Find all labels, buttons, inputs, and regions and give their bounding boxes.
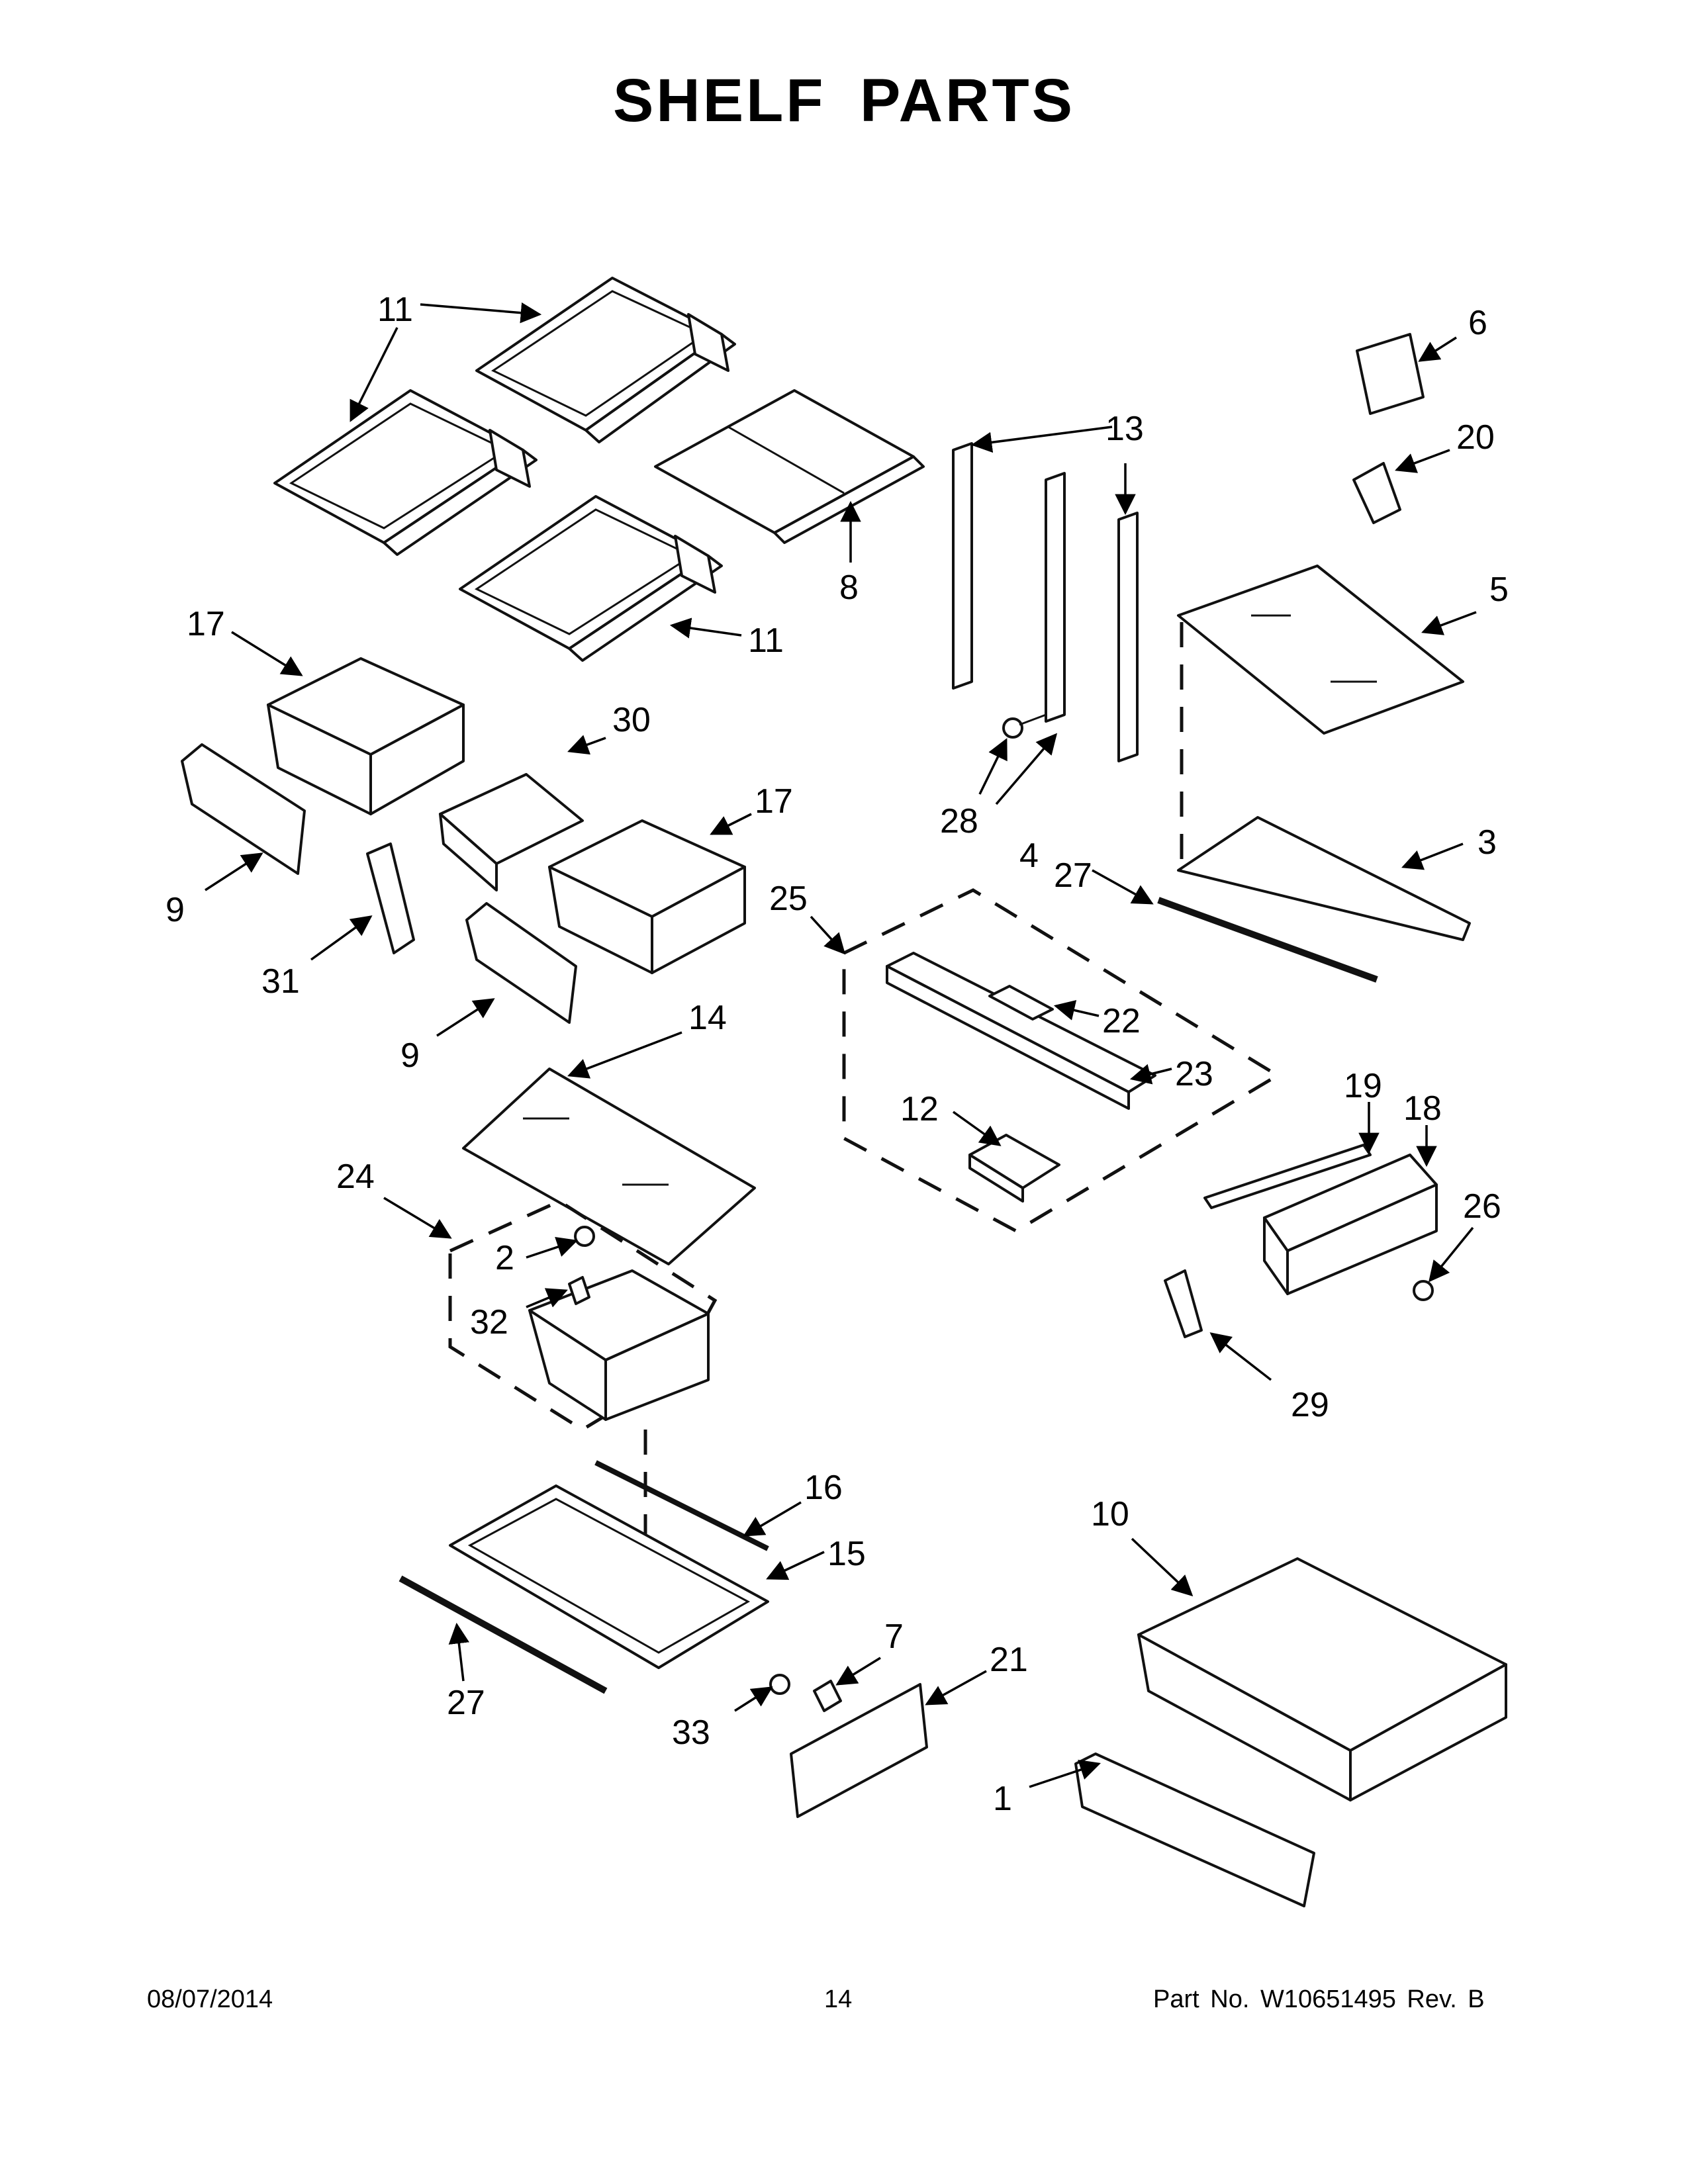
crisper-drawer-left xyxy=(267,657,465,815)
slide-shelf xyxy=(654,389,925,544)
callout-19: 19 xyxy=(1344,1067,1382,1105)
pantry-drawer-10 xyxy=(1137,1557,1507,1801)
callout-13: 13 xyxy=(1105,410,1144,448)
callout-7: 7 xyxy=(884,1617,904,1656)
callout-10: 10 xyxy=(1091,1495,1129,1533)
callout-17-right: 17 xyxy=(755,782,793,821)
drawer-cover-15 xyxy=(449,1484,769,1669)
rod-16 xyxy=(594,1460,769,1551)
screw-28 xyxy=(1002,713,1047,739)
knob-2 xyxy=(574,1226,595,1247)
footer-page-number: 14 xyxy=(824,1985,853,2013)
callout-15: 15 xyxy=(827,1535,866,1573)
callout-2: 2 xyxy=(495,1239,514,1277)
cover-22 xyxy=(988,985,1054,1021)
cover-part-20 xyxy=(1352,462,1401,524)
cantilever-shelf-middle xyxy=(273,389,538,556)
callout-11-bottom: 11 xyxy=(748,621,784,660)
cantilever-shelf-bottom xyxy=(459,495,723,662)
drawer-front-1 xyxy=(1074,1752,1315,1907)
housing-23 xyxy=(886,952,1156,1110)
callout-30: 30 xyxy=(612,701,651,739)
footer-part-number: Part No. W10651495 Rev. B xyxy=(1153,1985,1485,2013)
callout-1: 1 xyxy=(993,1780,1012,1818)
glass-shelf-5 xyxy=(1177,565,1464,735)
callout-29: 29 xyxy=(1291,1386,1329,1424)
callout-27-right: 27 xyxy=(1054,856,1092,895)
bracket-18 xyxy=(1263,1154,1438,1295)
callout-6: 6 xyxy=(1468,304,1487,342)
shelf-rail-left xyxy=(952,442,973,690)
callout-16: 16 xyxy=(804,1469,843,1507)
cantilever-shelf-top xyxy=(475,277,736,443)
callout-4: 4 xyxy=(1019,837,1039,875)
callout-12: 12 xyxy=(900,1090,939,1128)
callout-9: 9 xyxy=(165,891,185,929)
fastener-7 xyxy=(813,1680,842,1712)
shelf-rail-right xyxy=(1117,512,1139,762)
callout-26: 26 xyxy=(1463,1187,1501,1226)
clip-29 xyxy=(1164,1269,1203,1338)
callout-14: 14 xyxy=(688,999,727,1037)
callout-32: 32 xyxy=(470,1303,508,1342)
callout-27-left: 27 xyxy=(447,1684,485,1722)
knob-33 xyxy=(769,1674,790,1695)
callout-20: 20 xyxy=(1456,418,1495,457)
page-title: SHELF PARTS xyxy=(612,67,1076,134)
glass-shelf-14 xyxy=(462,1068,756,1265)
callout-5: 5 xyxy=(1489,570,1509,609)
drawer-front-right xyxy=(465,902,577,1024)
callout-8: 8 xyxy=(839,569,859,607)
callout-11-top: 11 xyxy=(377,291,413,329)
callout-9b: 9 xyxy=(400,1036,420,1075)
shelf-frame-3 xyxy=(1177,816,1471,941)
trim-27-right xyxy=(1157,897,1378,983)
control-12 xyxy=(968,1134,1060,1203)
callout-22: 22 xyxy=(1102,1002,1141,1040)
crisper-drawer-right xyxy=(548,819,746,974)
shelf-rail-center xyxy=(1045,472,1066,723)
drawer-front-left xyxy=(181,743,306,875)
screw-26 xyxy=(1413,1280,1434,1301)
divider-30 xyxy=(439,773,584,891)
callout-labels: 1 2 3 4 5 6 7 8 9 9 10 11 11 12 13 14 15… xyxy=(165,291,1509,1818)
callout-23: 23 xyxy=(1175,1055,1213,1093)
callout-3: 3 xyxy=(1477,823,1497,862)
callout-33: 33 xyxy=(672,1713,710,1752)
callout-25: 25 xyxy=(769,880,808,918)
bracket-32 xyxy=(568,1276,590,1305)
footer-date: 08/07/2014 xyxy=(147,1985,273,2013)
leader-lines xyxy=(205,302,1477,1788)
assembly-25-outline xyxy=(842,888,1281,1233)
callout-17-left: 17 xyxy=(187,605,225,643)
divider-31 xyxy=(366,842,415,954)
callout-21: 21 xyxy=(990,1641,1028,1679)
callout-31: 31 xyxy=(261,962,300,1001)
cover-part-6 xyxy=(1356,333,1425,415)
slide-19 xyxy=(1203,1144,1372,1209)
callout-18: 18 xyxy=(1403,1089,1442,1128)
snack-drawer-body xyxy=(528,1269,710,1421)
bracket-21 xyxy=(790,1683,928,1818)
callout-24: 24 xyxy=(336,1158,375,1196)
callout-28: 28 xyxy=(940,802,978,841)
trim-27-left xyxy=(399,1575,608,1694)
